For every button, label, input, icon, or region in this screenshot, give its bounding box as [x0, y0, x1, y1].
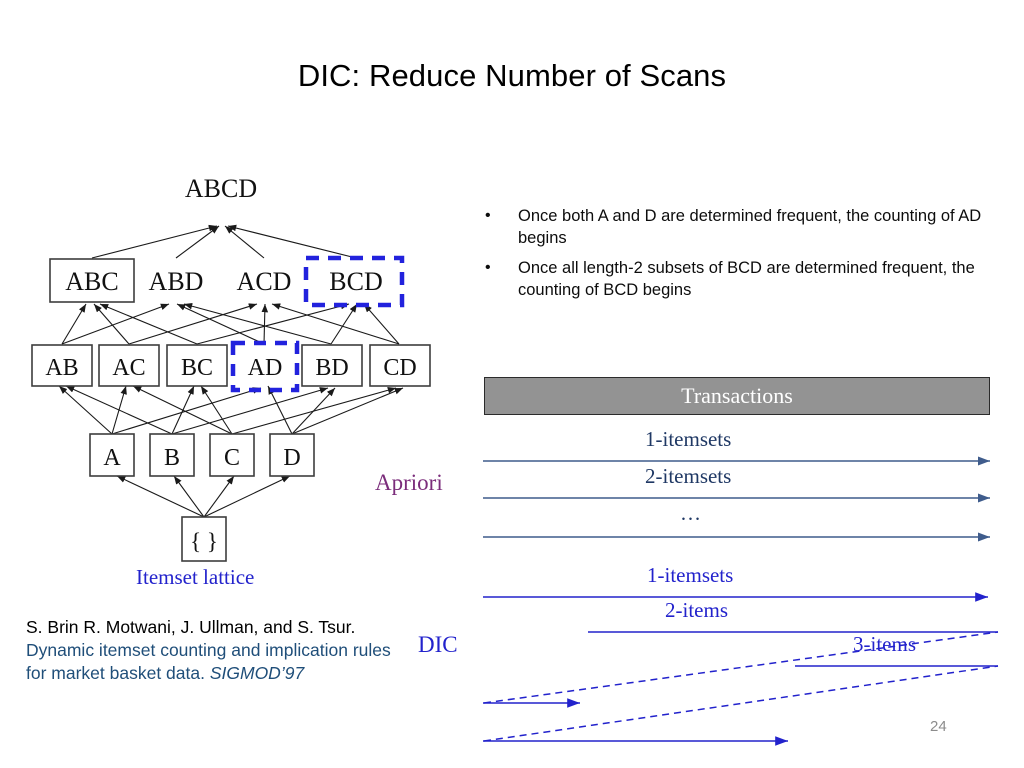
lattice-edges-upper: [61, 302, 400, 345]
dic-pass-label-2: 2-items: [665, 598, 728, 622]
scan-timeline-diagram: 1-itemsets 2-itemsets … 1-itemsets 2-ite…: [470, 415, 1015, 755]
page-title: DIC: Reduce Number of Scans: [297, 58, 727, 93]
lattice-node-bcd: BCD: [329, 267, 382, 296]
list-item: • Once both A and D are determined frequ…: [478, 206, 1003, 250]
lattice-edges-top: [91, 224, 357, 259]
bullet-marker: •: [485, 207, 491, 224]
lattice-node-bc: BC: [181, 355, 213, 381]
dic-continuation-arrows: [483, 698, 788, 746]
lattice-edges-lower: [58, 385, 404, 435]
lattice-box-ac: [98, 344, 160, 387]
dic-caption: DIC: [418, 632, 458, 657]
lattice-box-b: [149, 433, 195, 477]
lattice-node-ab: AB: [45, 355, 78, 381]
lattice-highlight-bcd: [303, 255, 405, 308]
transactions-header-label: Transactions: [681, 383, 793, 408]
citation-title: Dynamic itemset counting and implication…: [26, 640, 391, 684]
lattice-box-c: [209, 433, 255, 477]
dic-solid-segments: [483, 592, 998, 667]
bullet-text: Once both A and D are determined frequen…: [518, 207, 982, 247]
lattice-box-abc: [49, 258, 135, 303]
lattice-box-ab: [31, 344, 93, 387]
bullet-list: • Once both A and D are determined frequ…: [478, 206, 1003, 310]
dic-wraparound-dashes: [483, 631, 999, 742]
apriori-caption: Apriori: [375, 470, 443, 495]
lattice-node-abd: ABD: [149, 267, 204, 296]
lattice-highlight-ad: [230, 340, 300, 393]
lattice-node-abc: ABC: [65, 267, 118, 296]
lattice-node-acd: ACD: [237, 267, 292, 296]
lattice-box-bd: [301, 344, 363, 387]
citation-venue: SIGMOD’97: [209, 663, 305, 684]
lattice-node-a: A: [103, 445, 121, 471]
lattice-node-ad: AD: [248, 355, 283, 381]
bullet-marker: •: [485, 258, 491, 276]
transactions-header-bar: Transactions: [484, 377, 990, 415]
lattice-box-empty: [181, 516, 227, 562]
list-item: • Once all length-2 subsets of BCD are d…: [478, 258, 1003, 302]
page-number: 24: [930, 718, 947, 735]
lattice-node-b: B: [164, 445, 180, 471]
timeline-svg: [483, 456, 999, 746]
itemset-lattice-diagram: ABCD ABC ABD ACD BCD AB AC BC AD BD CD: [14, 162, 484, 592]
lattice-svg: ABCD ABC ABD ACD BCD AB AC BC AD BD CD: [31, 174, 431, 562]
lattice-node-d: D: [283, 445, 300, 471]
lattice-box-d: [269, 433, 315, 477]
apriori-pass-label-2: 2-itemsets: [645, 464, 732, 488]
citation-authors: S. Brin R. Motwani, J. Ullman, and S. Ts…: [26, 617, 356, 637]
apriori-scan-arrows: [483, 456, 990, 542]
lattice-node-c: C: [224, 445, 240, 471]
bullet-text: Once all length-2 subsets of BCD are det…: [518, 258, 975, 299]
lattice-box-a: [89, 433, 135, 477]
lattice-node-cd: CD: [383, 355, 416, 381]
apriori-pass-label-3: …: [680, 501, 701, 525]
lattice-node-abcd: ABCD: [185, 174, 257, 203]
apriori-pass-label-1: 1-itemsets: [645, 427, 732, 451]
lattice-box-cd: [369, 344, 431, 387]
lattice-box-bc: [166, 344, 228, 387]
lattice-node-ac: AC: [112, 355, 145, 381]
lattice-node-bd: BD: [315, 355, 348, 381]
lattice-edges-base: [116, 475, 291, 518]
itemset-lattice-caption: Itemset lattice: [136, 565, 255, 589]
dic-pass-label-1: 1-itemsets: [647, 563, 734, 587]
lattice-node-empty: { }: [190, 529, 218, 554]
dic-pass-label-3: 3-items: [853, 632, 916, 656]
citation: S. Brin R. Motwani, J. Ullman, and S. Ts…: [26, 616, 416, 685]
